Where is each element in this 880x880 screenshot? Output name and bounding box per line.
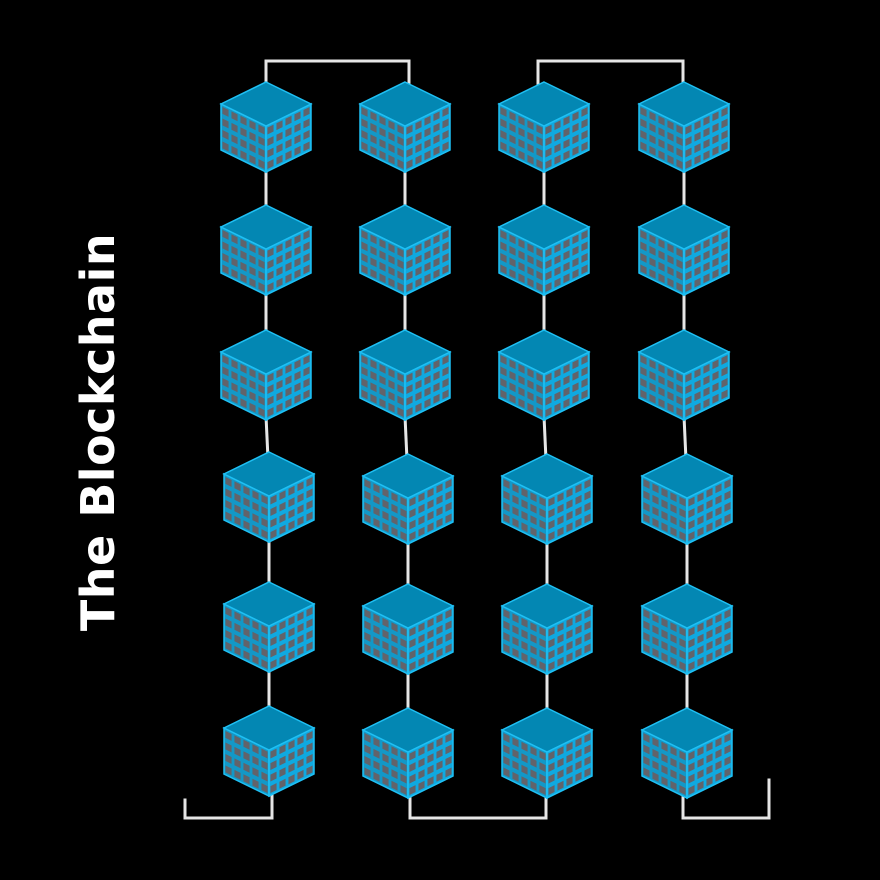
server-block-icon (358, 329, 452, 422)
server-block-icon (637, 204, 731, 297)
bottom-bracket-middle (408, 780, 548, 820)
server-block-icon (222, 451, 316, 544)
server-block-icon (361, 707, 455, 800)
server-block-icon (640, 453, 734, 546)
diagram-title: The Blockchain (71, 232, 125, 632)
server-block-icon (219, 329, 313, 422)
server-block-icon (222, 705, 316, 798)
server-block-icon (358, 81, 452, 174)
server-block-icon (637, 329, 731, 422)
server-block-icon (222, 581, 316, 674)
bottom-bracket-start (183, 780, 274, 820)
server-block-icon (361, 453, 455, 546)
server-block-icon (497, 329, 591, 422)
server-block-icon (497, 204, 591, 297)
server-block-icon (497, 81, 591, 174)
server-block-icon (640, 583, 734, 676)
server-block-icon (219, 204, 313, 297)
server-block-icon (500, 453, 594, 546)
server-block-icon (358, 204, 452, 297)
server-block-icon (361, 583, 455, 676)
server-block-icon (640, 707, 734, 800)
server-block-icon (500, 707, 594, 800)
bottom-bracket-end (681, 778, 771, 820)
block-grid (219, 81, 734, 800)
server-block-icon (500, 583, 594, 676)
server-block-icon (637, 81, 731, 174)
server-block-icon (219, 81, 313, 174)
chain-connectors (183, 59, 771, 820)
